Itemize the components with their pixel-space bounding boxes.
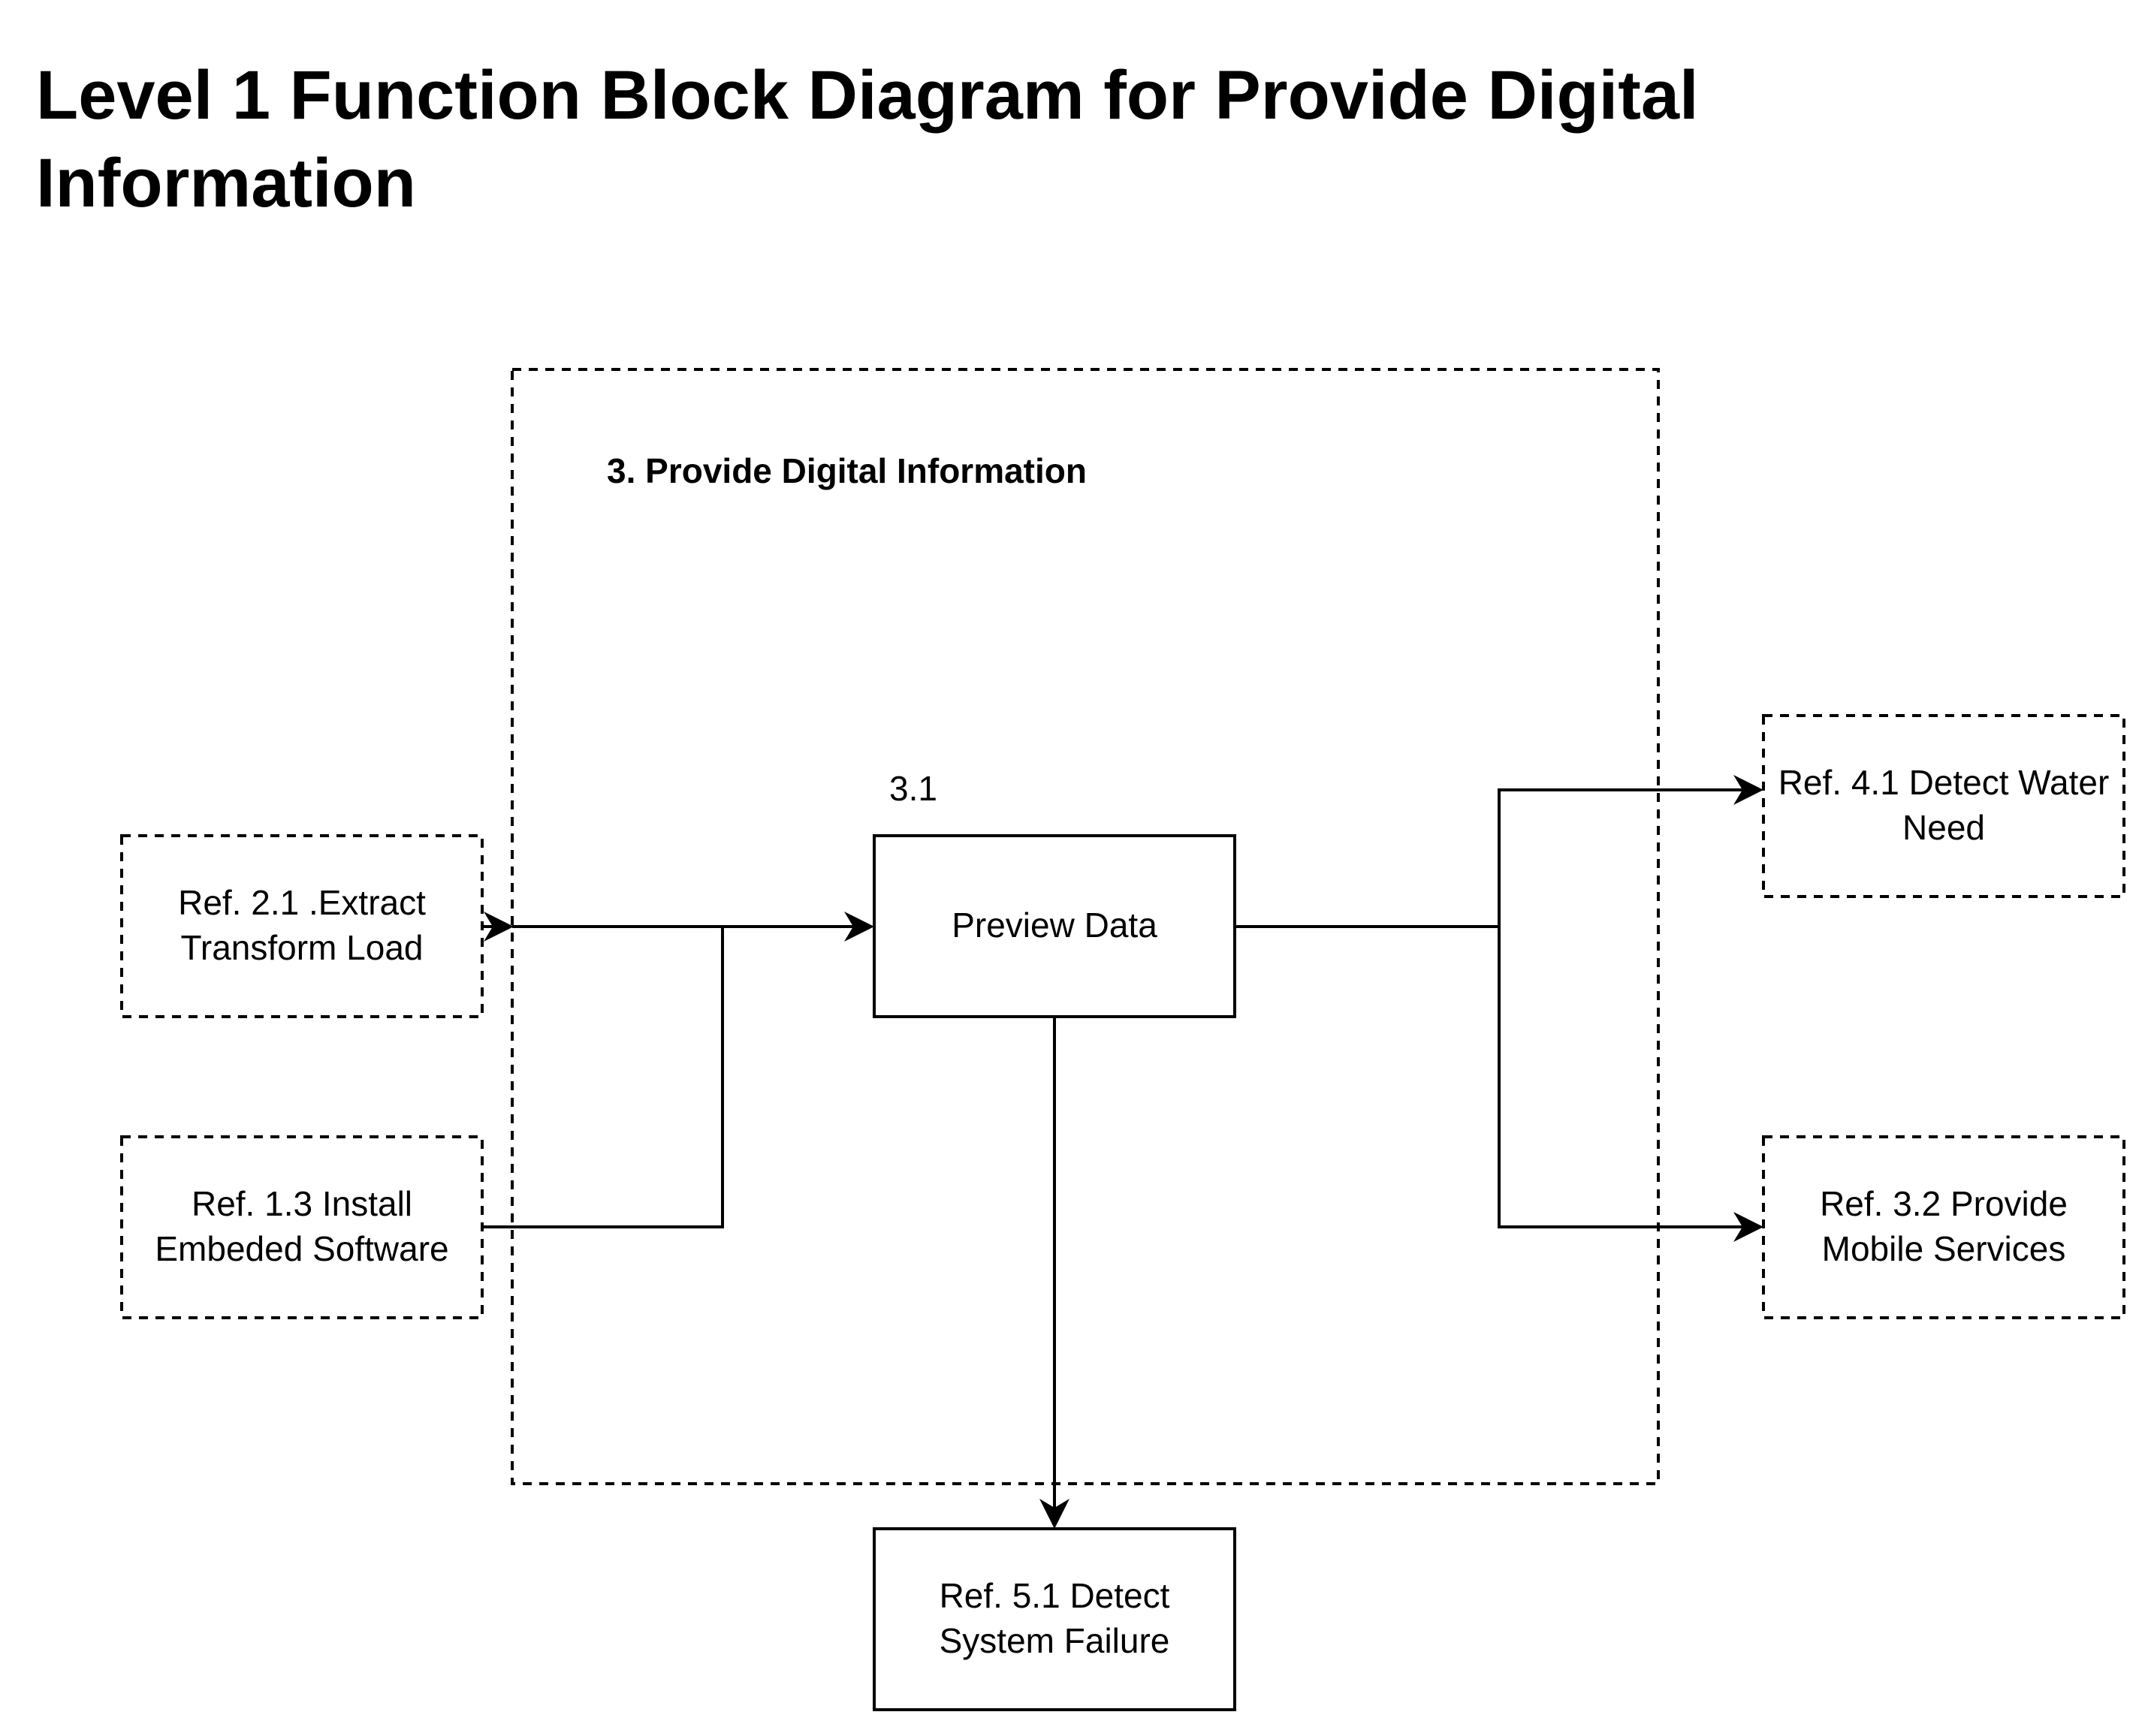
output-box-mobile-services[interactable]: Ref. 3.2 Provide Mobile Services (1762, 1135, 2125, 1319)
input-etl-line-2: Transform Load (181, 928, 424, 967)
input-software-line-1: Ref. 1.3 Install (192, 1184, 412, 1223)
output-water-line-2: Need (1902, 808, 1985, 847)
output-failure-line-2: System Failure (940, 1621, 1170, 1660)
edge-junction-to-mobile (1498, 927, 1763, 1242)
output-box-water-need[interactable]: Ref. 4.1 Detect Water Need (1762, 714, 2125, 898)
input-etl-line-1: Ref. 2.1 .Extract (178, 883, 426, 922)
diagram-title-line-1: Level 1 Function Block Diagram for Provi… (36, 57, 1699, 134)
function-label: Preview Data (952, 906, 1157, 945)
edge-software-to-preview (482, 927, 724, 1228)
connectors (482, 775, 1763, 1529)
output-water-line-1: Ref. 4.1 Detect Water (1778, 763, 2110, 802)
diagram-title-line-2: Information (36, 145, 416, 222)
function-group-label: 3. Provide Digital Information (607, 451, 1087, 490)
function-number: 3.1 (889, 769, 937, 808)
function-group-frame[interactable] (511, 368, 1660, 1485)
function-box-preview-data[interactable]: Preview Data (873, 834, 1236, 1018)
input-box-etl[interactable]: Ref. 2.1 .Extract Transform Load (120, 834, 484, 1018)
output-mobile-line-1: Ref. 3.2 Provide (1820, 1184, 2068, 1223)
input-box-software[interactable]: Ref. 1.3 Install Embeded Software (120, 1135, 484, 1319)
output-failure-line-1: Ref. 5.1 Detect (940, 1576, 1170, 1615)
edge-junction-to-water (1498, 775, 1763, 927)
input-software-line-2: Embeded Software (155, 1229, 448, 1268)
output-mobile-line-2: Mobile Services (1822, 1229, 2066, 1268)
output-box-system-failure[interactable]: Ref. 5.1 Detect System Failure (873, 1527, 1236, 1711)
